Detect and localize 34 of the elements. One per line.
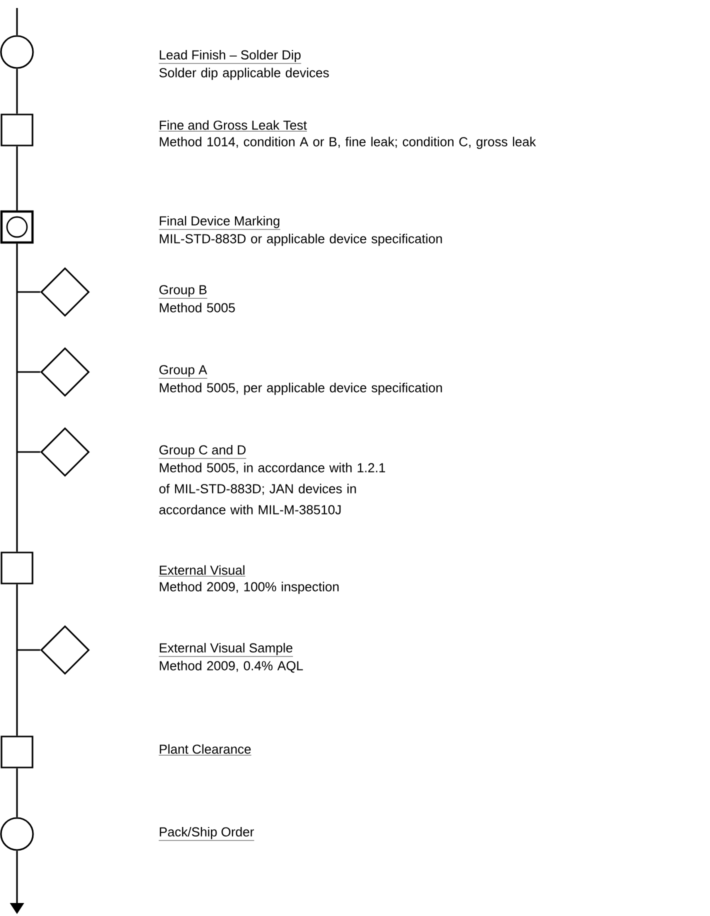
step-title: Final Device Marking [158,216,280,230]
step-description: MIL-STD-883D or applicable device specification [160,234,442,246]
flow-line [17,291,40,293]
inspection-square [0,114,34,146]
step-title: Group A [158,365,208,378]
flow-line [16,68,18,114]
step-title: External Visual Sample [158,642,294,657]
inspection-square [0,736,34,768]
step-description: Method 2009, 100% inspection [160,582,339,594]
step-title: Lead Finish – Solder Dip [158,50,302,64]
step-title: Fine and Gross Leak Test [158,120,308,132]
flow-line [16,146,18,210]
step-description: Method 1014, condition A or B, fine leak; condition C, gross leak [160,136,536,149]
operation-circle [0,35,34,69]
operation-circle [0,817,34,851]
step-description: Solder dip applicable devices [159,68,329,80]
step-title: Plant Clearance [158,744,252,756]
flow-line [17,371,40,373]
step-description: Method 2009, 0.4% AQL [160,660,303,673]
step-title: Group C and D [158,444,246,459]
flow-line [17,451,40,453]
step-description: Method 5005, in accordance with 1.2.1 of MIL-STD-883D; JAN devices in accordance with MIL-M-38510J [159,462,386,514]
step-title: Pack/Ship Order [158,826,254,841]
flow-line [16,244,18,552]
step-title: External Visual [158,565,246,576]
step-description: Method 5005, per applicable device specification [160,382,442,395]
flow-line [16,8,18,36]
flow-line [16,584,18,736]
flow-line [16,768,18,818]
inspection-square [0,552,34,584]
flow-line [17,649,40,651]
step-title: Group B [158,285,208,298]
combined-symbol [0,210,34,244]
step-description: Method 5005 [160,302,235,312]
